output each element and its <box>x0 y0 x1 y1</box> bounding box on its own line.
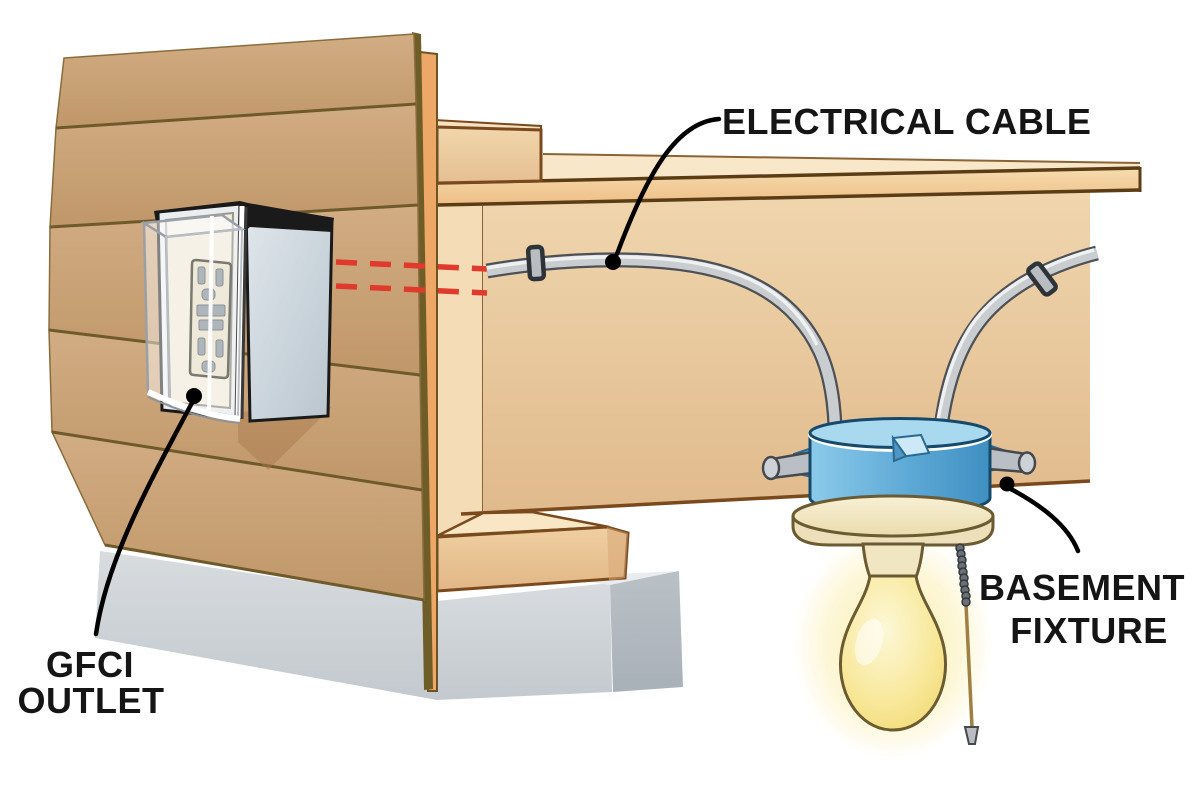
label-electrical-cable: ELECTRICAL CABLE <box>722 101 1091 142</box>
outlet-box-side <box>244 204 334 423</box>
electrical-cable-right <box>933 245 1099 428</box>
gfci-outlet-assembly <box>140 201 334 470</box>
leader-basement-fixture <box>1006 485 1081 554</box>
sill-plate <box>435 510 630 593</box>
sill-end <box>607 527 628 581</box>
leader-gfci <box>93 398 196 637</box>
pull-chain <box>955 543 980 745</box>
foundation-front-right <box>437 583 612 700</box>
wall-inner-strip <box>437 203 483 536</box>
foundation-front-left <box>95 551 437 700</box>
leader-dot-gfci <box>186 388 202 404</box>
leader-dot-basement-fixture <box>999 476 1015 492</box>
clear-in-use-cover <box>140 213 246 424</box>
cable-clamp-right <box>986 443 1037 475</box>
foundation-side <box>610 571 683 692</box>
leader-dot-electrical-cable <box>605 254 621 270</box>
canopy-plate <box>791 494 995 538</box>
bulb-highlight <box>854 618 884 666</box>
rim-block <box>435 125 543 185</box>
callouts: ELECTRICAL CABLE GFCI OUTLET BASEMENT FI… <box>18 101 1185 721</box>
light-bulb <box>839 574 947 732</box>
cable-clamp-left <box>761 446 814 481</box>
basement-fixture <box>761 417 1037 760</box>
label-gfci-line2: OUTLET <box>18 680 165 721</box>
concrete-foundation <box>95 551 683 700</box>
subfloor-top <box>437 154 1140 184</box>
label-gfci-line1: GFCI <box>46 644 134 685</box>
label-basement-line2: FIXTURE <box>1010 610 1168 651</box>
knockout-flap <box>891 434 908 463</box>
cable-staple-right <box>1026 261 1058 297</box>
cable-staple-left <box>525 244 547 282</box>
label-basement-line1: BASEMENT <box>979 567 1185 608</box>
subfloor-edge <box>437 168 1140 206</box>
outlet-shadow <box>238 407 332 470</box>
pull-chain-tip <box>963 726 980 745</box>
hidden-cable-dashes <box>335 259 488 296</box>
leader-electrical-cable <box>614 116 722 257</box>
socket-neck <box>861 542 925 579</box>
